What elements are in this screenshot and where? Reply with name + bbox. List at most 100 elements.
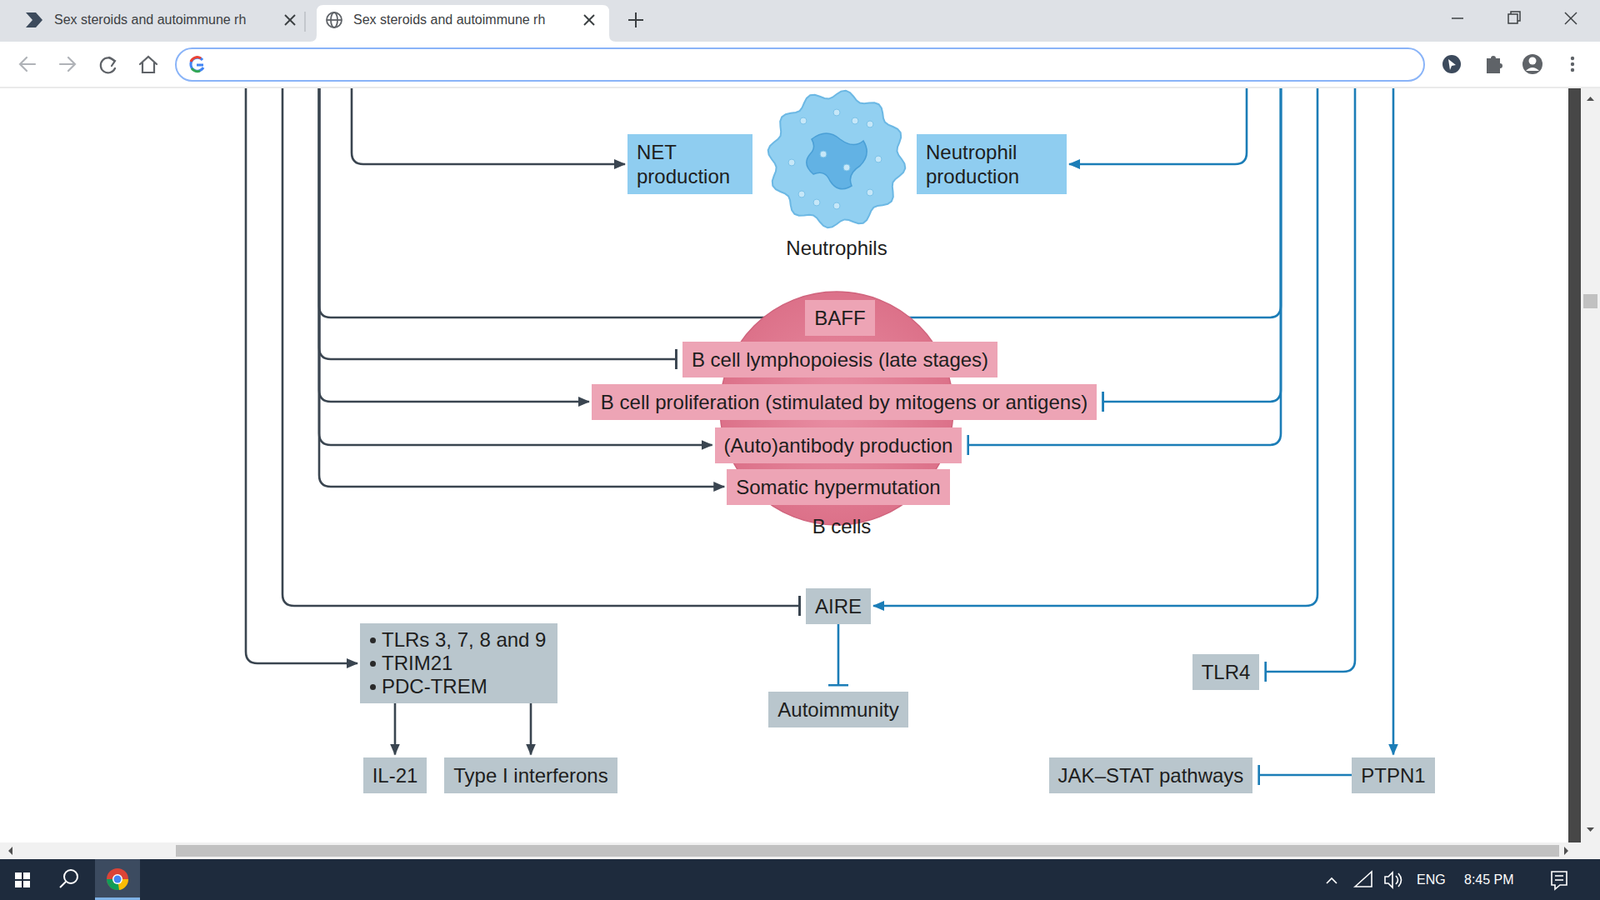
b-cell: B cellsBAFFB cell lymphopoiesis (late st… [550, 287, 1134, 542]
nav-icons [20, 56, 157, 73]
chrome-icon [106, 868, 129, 890]
box-text: Neutrophil production [925, 140, 1058, 189]
regulation-line [319, 88, 725, 487]
box-text: IL-21 [372, 763, 419, 788]
box-text: (Auto)antibody production [724, 433, 954, 458]
clock: 8:45 PM [1464, 871, 1515, 889]
bullet [370, 637, 376, 644]
active-tab [310, 5, 616, 42]
toolbar [0, 41, 1600, 88]
taskbar [0, 859, 1600, 900]
new-tab-icon [628, 12, 644, 28]
granule [798, 190, 805, 198]
granule [833, 202, 840, 210]
regulation-line [245, 88, 358, 664]
toolbar-border [0, 87, 1600, 89]
granule [866, 189, 874, 196]
cell-label: Neutrophils [753, 235, 920, 260]
list-text: TLRs 3, 7, 8 and 9 [381, 628, 546, 652]
box-text: BAFF [814, 305, 865, 330]
granule [820, 150, 827, 158]
granule [800, 117, 807, 125]
list-item: PDC-TREM [370, 675, 546, 699]
granule [866, 120, 874, 128]
effect-box: Neutrophil production [916, 134, 1067, 195]
gene-list-box: TLRs 3, 7, 8 and 9TRIM21PDC-TREM [360, 623, 558, 704]
neutrophil-illustration [753, 87, 920, 238]
connector [394, 703, 397, 755]
granule [813, 199, 820, 206]
connector [1258, 774, 1352, 777]
granule [851, 117, 859, 125]
list-text: PDC-TREM [381, 675, 488, 699]
regulation-line [967, 88, 1281, 445]
box-text: Autoimmunity [777, 697, 899, 722]
tab-title: Sex steroids and autoimmune rh [54, 11, 246, 29]
cytokine-box: Type I interferons [444, 757, 617, 794]
regulation-line [1102, 88, 1281, 402]
regulation-line [880, 88, 1281, 318]
gene-box: TLR4 [1192, 654, 1260, 690]
regulation-line [1392, 88, 1395, 755]
box-text: AIRE [815, 594, 862, 619]
horizontal-scrollbar [0, 842, 1581, 860]
tab-separator [305, 11, 306, 32]
pathway-box: JAK–STAT pathways [1049, 757, 1254, 794]
tray-icons [1326, 871, 1567, 890]
taskbar-indicator [95, 897, 140, 900]
regulation-line [319, 88, 713, 445]
neutrophil-cell: Neutrophils [753, 87, 920, 265]
regulation-line [1069, 88, 1247, 165]
connector [837, 624, 840, 686]
bullet [370, 684, 376, 690]
b-cell-body [720, 291, 954, 525]
windows-logo [15, 872, 30, 888]
cell-nucleus [806, 133, 867, 190]
list-text: TRIM21 [381, 651, 453, 675]
bullet [370, 660, 376, 667]
tab-favicon [326, 12, 342, 28]
box-text: Somatic hypermutation [735, 475, 940, 500]
cell-membrane [768, 90, 906, 229]
regulation-line [319, 88, 803, 318]
scroll-arrows [8, 846, 1569, 855]
b-cell-effect: (Auto)antibody production [715, 427, 963, 464]
search-icon [60, 870, 78, 888]
regulation-line [319, 88, 590, 402]
granule [833, 109, 840, 116]
gene-box: AIRE [805, 588, 871, 625]
tab-title: Sex steroids and autoimmune rh [353, 11, 545, 29]
google-logo [190, 57, 204, 72]
tab-strip [0, 0, 1600, 42]
taskbar-tile [95, 859, 140, 900]
regulation-line [1265, 88, 1355, 672]
granule [788, 159, 795, 166]
regulation-line [873, 88, 1318, 606]
box-text: NET production [636, 140, 744, 189]
b-cell-effect: B cell proliferation (stimulated by mito… [591, 384, 1097, 420]
list-item: TLRs 3, 7, 8 and 9 [370, 628, 546, 652]
b-cell-effect: BAFF [805, 300, 875, 336]
scroll-thumb [1583, 294, 1598, 309]
tab-favicon [25, 12, 43, 28]
box-text: JAK–STAT pathways [1058, 763, 1245, 788]
window-controls [1451, 11, 1577, 25]
effect-box: NET production [627, 134, 753, 195]
outcome-box: Autoimmunity [768, 691, 908, 728]
vertical-scrollbar [1580, 88, 1600, 860]
granule [875, 155, 882, 163]
box-text: B cell lymphopoiesis (late stages) [691, 347, 989, 372]
granule [843, 164, 850, 171]
gene-box: PTPN1 [1351, 757, 1435, 794]
box-text: TLR4 [1201, 660, 1251, 685]
box-text: Type I interferons [453, 763, 608, 788]
scroll-arrows [1586, 96, 1595, 832]
box-text: B cell proliferation (stimulated by mito… [600, 390, 1088, 415]
toolbar-icons [1442, 54, 1575, 75]
connector [530, 703, 533, 755]
regulation-line [282, 88, 800, 606]
b-cell-effect: B cell lymphopoiesis (late stages) [682, 341, 998, 378]
